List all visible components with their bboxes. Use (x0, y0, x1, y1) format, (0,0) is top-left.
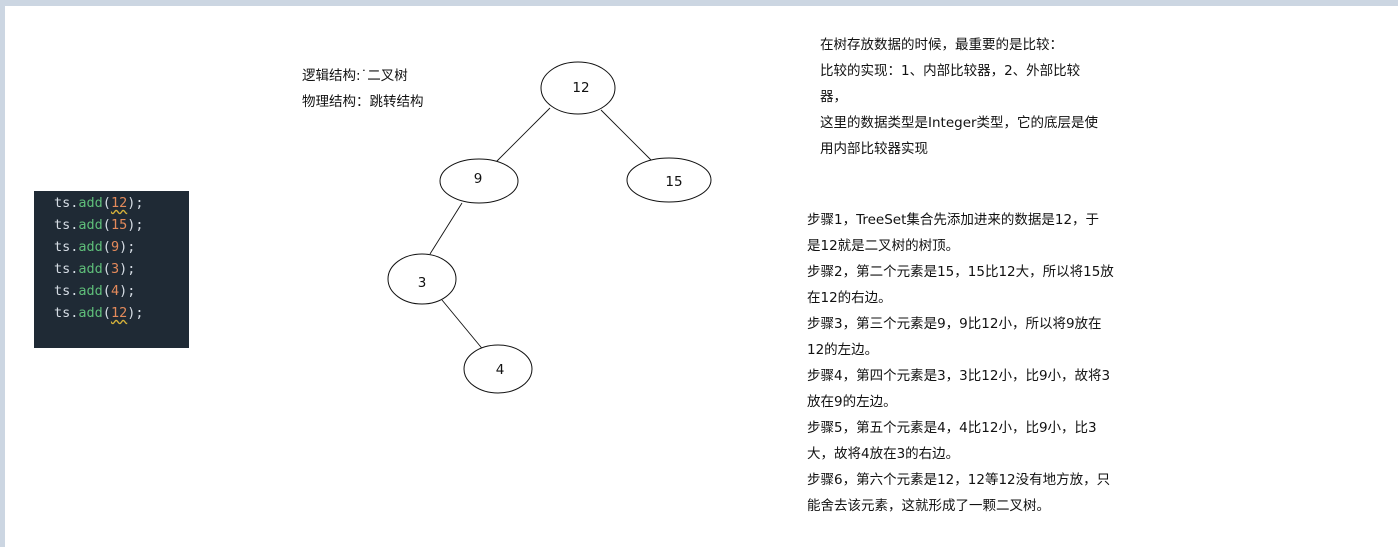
notes-line: 在树存放数据的时候，最重要的是比较： (820, 37, 1063, 53)
code-line: ts.add(3); (54, 258, 135, 280)
code-line: ts.add(15); (54, 214, 143, 236)
notes-line: 比较的实现：1、内部比较器，2、外部比较 (820, 63, 1081, 79)
code-paren-open: ( (102, 283, 111, 299)
logical-structure-label: 逻辑结构:˙二叉树 (302, 68, 408, 84)
code-object: ts (54, 261, 71, 277)
step-line: 步骤3，第三个元素是9，9比12小，所以将9放在 (807, 316, 1102, 332)
code-paren-open: ( (102, 261, 111, 277)
code-paren-close: ); (127, 195, 144, 211)
window-top-border (0, 0, 1398, 6)
code-argument: 12 (110, 305, 128, 321)
code-method: add (78, 261, 103, 277)
steps-explanation: 步骤1，TreeSet集合先添加进来的数据是12，于 是12就是二叉树的树顶。 … (807, 207, 1114, 519)
step-line: 12的左边。 (807, 342, 879, 358)
code-argument: 3 (110, 261, 120, 277)
code-object: ts (54, 217, 71, 233)
code-dot: . (70, 283, 79, 299)
code-paren-open: ( (102, 305, 111, 321)
code-line: ts.add(12); (54, 192, 143, 214)
notes-line: 用内部比较器实现 (820, 141, 928, 157)
code-paren-close: ); (119, 283, 136, 299)
tree-node-label: 12 (572, 80, 589, 96)
tree-edge-12-15 (600, 109, 652, 161)
step-line: 步骤1，TreeSet集合先添加进来的数据是12，于 (807, 212, 1100, 228)
code-object: ts (54, 305, 71, 321)
code-method: add (78, 305, 103, 321)
code-method: add (78, 283, 103, 299)
step-line: 步骤4，第四个元素是3，3比12小，比9小，故将3 (807, 368, 1111, 384)
step-line: 步骤6，第六个元素是12，12等12没有地方放，只 (807, 472, 1111, 488)
code-method: add (78, 239, 103, 255)
tree-node-label: 3 (418, 275, 427, 291)
tree-node-15: 15 (626, 157, 712, 203)
code-paren-open: ( (102, 217, 111, 233)
code-line: ts.add(9); (54, 236, 135, 258)
comparison-notes: 在树存放数据的时候，最重要的是比较： 比较的实现：1、内部比较器，2、外部比较 … (820, 32, 1098, 162)
code-argument: 4 (110, 283, 120, 299)
code-dot: . (70, 217, 79, 233)
code-paren-close: ); (119, 239, 136, 255)
code-paren-close: ); (127, 305, 144, 321)
tree-node-3: 3 (387, 253, 457, 305)
code-dot: . (70, 239, 79, 255)
code-dot: . (70, 305, 79, 321)
step-line: 是12就是二叉树的树顶。 (807, 238, 960, 254)
tree-node-label: 9 (474, 171, 483, 187)
tree-node-12: 12 (540, 61, 616, 115)
code-line: ts.add(12); (54, 302, 143, 324)
code-snippet-panel: ts.add(12); ts.add(15); ts.add(9); ts.ad… (34, 191, 189, 348)
code-argument: 15 (110, 217, 128, 233)
tree-node-4: 4 (463, 344, 533, 394)
notes-line: 器， (820, 89, 847, 105)
step-line: 步骤5，第五个元素是4，4比12小，比9小，比3 (807, 420, 1097, 436)
code-object: ts (54, 283, 71, 299)
tree-node-9: 9 (439, 158, 519, 204)
physical-structure-label: 物理结构：跳转结构 (302, 94, 424, 110)
code-object: ts (54, 239, 71, 255)
code-method: add (78, 217, 103, 233)
notes-line: 这里的数据类型是Integer类型，它的底层是使 (820, 115, 1099, 131)
step-line: 步骤2，第二个元素是15，15比12大，所以将15放 (807, 264, 1114, 280)
tree-edge-3-4 (441, 299, 486, 353)
code-line: ts.add(4); (54, 280, 135, 302)
window-left-border (0, 0, 5, 547)
code-argument: 9 (110, 239, 120, 255)
code-paren-close: ); (119, 261, 136, 277)
code-paren-open: ( (102, 195, 111, 211)
code-method: add (78, 195, 103, 211)
step-line: 大，故将4放在3的右边。 (807, 446, 960, 462)
code-dot: . (70, 195, 79, 211)
tree-edge-12-9 (495, 107, 551, 163)
tree-node-label: 15 (665, 174, 682, 190)
code-argument: 12 (110, 195, 128, 211)
tree-edge-9-3 (429, 202, 463, 255)
code-paren-close: ); (127, 217, 144, 233)
code-object: ts (54, 195, 71, 211)
code-dot: . (70, 261, 79, 277)
step-line: 在12的右边。 (807, 290, 892, 306)
tree-node-label: 4 (496, 362, 505, 378)
code-paren-open: ( (102, 239, 111, 255)
step-line: 放在9的左边。 (807, 394, 897, 410)
step-line: 能舍去该元素，这就形成了一颗二叉树。 (807, 498, 1050, 514)
